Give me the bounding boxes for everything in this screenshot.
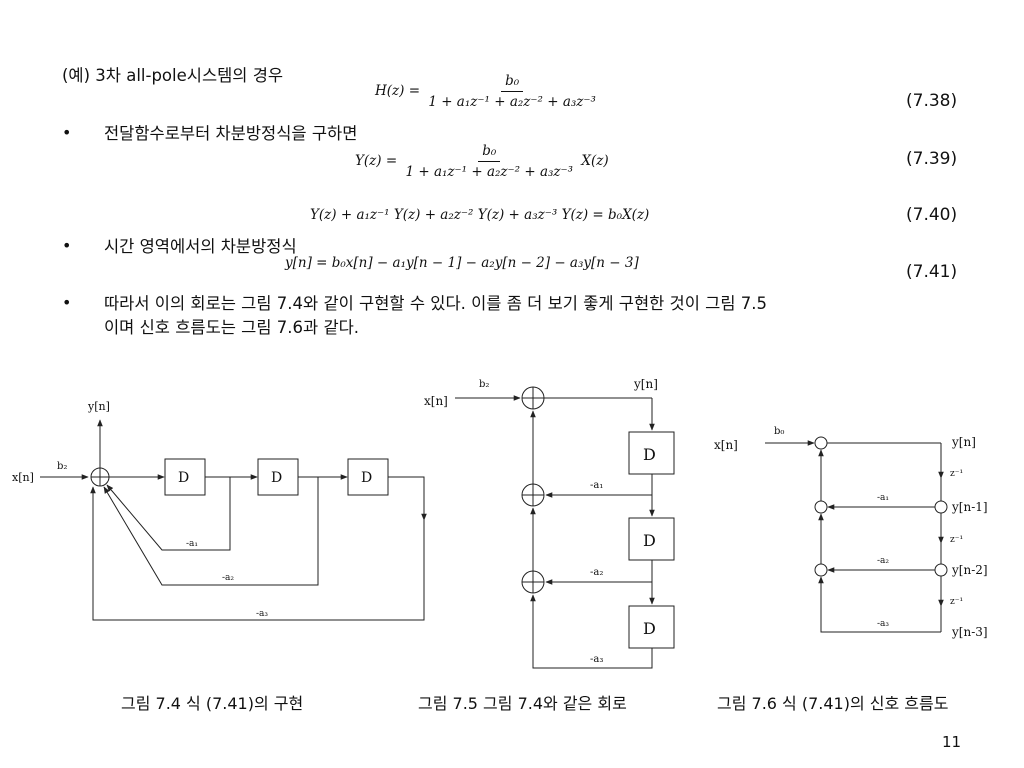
equation-number-7-41: (7.41) — [906, 262, 958, 282]
fig74-a2-label: -a₂ — [222, 573, 234, 583]
fig76-a1-label: -a₁ — [877, 493, 889, 503]
fig75-gain-label: b₂ — [479, 379, 489, 390]
fig74-feedback-a1 — [106, 477, 231, 551]
fig75-delay-1-label: D — [643, 445, 656, 464]
fig74-delay-1-label: D — [178, 470, 189, 486]
fig74-delay-3-label: D — [361, 470, 372, 486]
equation-7-40: Y(z) + a₁z⁻¹ Y(z) + a₂z⁻² Y(z) + a₃z⁻³ Y… — [310, 207, 650, 223]
fig74-output-tail — [388, 476, 427, 521]
bullet-icon: • — [62, 236, 72, 255]
bullet-text-4: 이며 신호 흐름도는 그림 7.6과 같다. — [104, 318, 360, 337]
caption-fig-7-5: 그림 7.5 그림 7.4와 같은 회로 — [418, 694, 627, 713]
equation-number-7-40: (7.40) — [906, 205, 958, 225]
fig76-zinv-3: z⁻¹ — [950, 597, 963, 607]
figure-7-6: x[n] b₀ y[n] z⁻¹ y[n-1] z⁻¹ y[n-2] z⁻¹ y… — [714, 426, 988, 639]
fig75-delay-2 — [628, 517, 675, 561]
fig74-y-label: y[n] — [87, 400, 110, 413]
eq739-rhs: X(z) — [581, 153, 609, 169]
bullet-text-2: 시간 영역에서의 차분방정식 — [104, 237, 297, 256]
fig75-delay-3 — [628, 605, 675, 649]
fig74-x-label: x[n] — [12, 471, 34, 484]
fig76-y3-label: y[n-3] — [951, 625, 988, 639]
eq739-fraction: b₀ 1 + a₁z⁻¹ + a₂z⁻² + a₃z⁻³ — [401, 143, 577, 180]
fig74-delay-1 — [164, 458, 206, 496]
eq739-lhs: Y(z) = — [355, 153, 398, 169]
figure-7-5: x[n] b₂ y[n] D D D -a₁ -a₂ -a₃ — [424, 377, 675, 669]
equation-number-7-39: (7.39) — [906, 149, 958, 169]
fig75-feedback-a3 — [530, 594, 653, 669]
equation-7-41: y[n] = b₀x[n] − a₁y[n − 1] − a₂y[n − 2] … — [285, 255, 639, 271]
fig76-zinv-1: z⁻¹ — [950, 469, 963, 479]
bullet-text-3: 따라서 이의 회로는 그림 7.4와 같이 구현할 수 있다. 이를 좀 더 보… — [104, 294, 768, 313]
bullet-icon: • — [62, 293, 72, 312]
fig76-node-mid-left-1 — [814, 500, 828, 514]
equation-7-39: Y(z) = b₀ 1 + a₁z⁻¹ + a₂z⁻² + a₃z⁻³ X(z) — [355, 143, 609, 180]
fig75-delay-1 — [628, 431, 675, 475]
fig76-y1-label: y[n-1] — [951, 500, 988, 514]
eq738-denominator: 1 + a₁z⁻¹ + a₂z⁻² + a₃z⁻³ — [428, 94, 596, 110]
fig76-node-y2 — [934, 563, 948, 577]
fig75-delay-2-label: D — [643, 531, 656, 550]
bullet-icon: • — [62, 123, 72, 142]
fig74-a1-label: -a₁ — [186, 539, 198, 549]
caption-fig-7-6: 그림 7.6 식 (7.41)의 신호 흐름도 — [717, 694, 949, 713]
figure-7-4: x[n] b₂ y[n] D D D -a₁ -a₂ -a₃ — [12, 400, 427, 621]
fig76-a2-label: -a₂ — [877, 556, 889, 566]
fig76-node-mid-left-2 — [814, 563, 828, 577]
fig74-feedback-a3 — [90, 486, 425, 621]
caption-fig-7-4: 그림 7.4 식 (7.41)의 구현 — [121, 694, 304, 713]
fig75-y-label: y[n] — [633, 377, 658, 391]
fig74-delay-2-label: D — [271, 470, 282, 486]
fig74-feedback-a2 — [103, 477, 319, 586]
eq738-fraction: b₀ 1 + a₁z⁻¹ + a₂z⁻² + a₃z⁻³ — [424, 73, 600, 110]
fig76-node-y1 — [934, 500, 948, 514]
fig76-x-label: x[n] — [714, 438, 738, 452]
fig76-feedback-a3 — [818, 576, 941, 633]
equation-number-7-38: (7.38) — [906, 91, 958, 111]
fig75-x-label: x[n] — [424, 394, 448, 408]
intro-label: (예) 3차 all-pole시스템의 경우 — [62, 66, 284, 85]
fig76-node-top-left — [814, 436, 828, 450]
fig75-a2-label: -a₂ — [590, 567, 603, 578]
eq738-numerator: b₀ — [501, 73, 524, 92]
fig76-y0-label: y[n] — [951, 435, 976, 449]
fig75-delay-3-label: D — [643, 619, 656, 638]
fig75-a3-label: -a₃ — [590, 654, 603, 665]
fig75-a1-label: -a₁ — [590, 480, 603, 491]
page-number: 11 — [942, 733, 962, 751]
eq739-denominator: 1 + a₁z⁻¹ + a₂z⁻² + a₃z⁻³ — [405, 164, 574, 180]
eq738-lhs: H(z) = — [375, 83, 421, 99]
fig76-gain-label: b₀ — [774, 426, 784, 437]
equation-7-38: H(z) = b₀ 1 + a₁z⁻¹ + a₂z⁻² + a₃z⁻³ — [375, 73, 600, 110]
fig76-y2-label: y[n-2] — [951, 563, 988, 577]
eq739-numerator: b₀ — [478, 143, 501, 162]
fig76-zinv-2: z⁻¹ — [950, 535, 963, 545]
fig74-gain-label: b₂ — [57, 461, 67, 472]
fig76-a3-label: -a₃ — [877, 619, 889, 629]
bullet-text-1: 전달함수로부터 차분방정식을 구하면 — [104, 124, 358, 143]
fig74-a3-label: -a₃ — [256, 609, 268, 619]
